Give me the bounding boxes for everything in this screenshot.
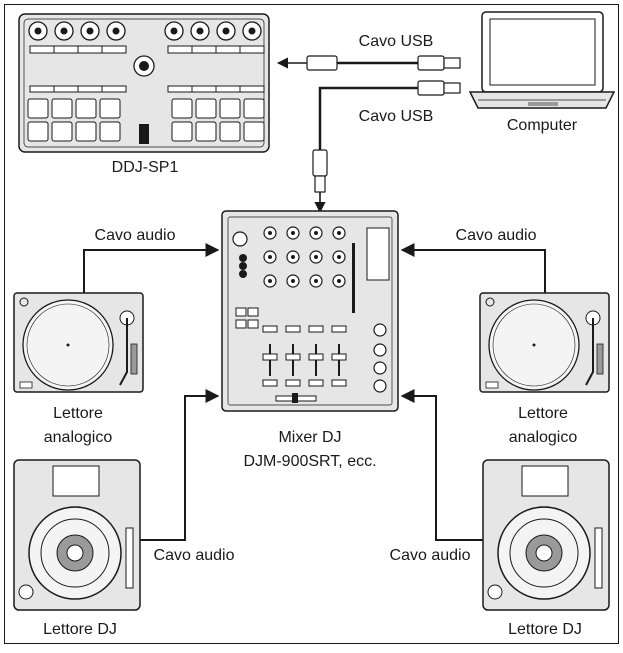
label-audio-right: Cavo audio xyxy=(456,227,537,244)
label-usb-bottom: Cavo USB xyxy=(359,108,434,125)
cdj-player-left xyxy=(13,459,141,611)
label-mixer-2: DJM-900SRT, ecc. xyxy=(243,453,376,470)
computer-laptop xyxy=(468,11,616,109)
turntable-left xyxy=(13,292,144,393)
label-computer: Computer xyxy=(507,117,578,134)
ddj-sp1-controller xyxy=(18,13,270,153)
label-usb-top: Cavo USB xyxy=(359,33,434,50)
usb-cable-bottom xyxy=(312,80,461,214)
label-turntable-left-1: Lettore xyxy=(53,405,103,422)
usb-cable-top xyxy=(276,55,461,71)
label-controller: DDJ-SP1 xyxy=(112,159,179,176)
label-turntable-right-1: Lettore xyxy=(518,405,568,422)
dj-mixer xyxy=(221,210,399,412)
audio-cable-right-cdj xyxy=(400,389,483,541)
label-cdj-right: Lettore DJ xyxy=(508,621,582,638)
cdj-player-right xyxy=(482,459,610,611)
diagram-frame xyxy=(4,4,619,644)
audio-cable-left-turntable xyxy=(83,243,220,293)
label-turntable-right-2: analogico xyxy=(509,429,578,446)
label-cdj-left: Lettore DJ xyxy=(43,621,117,638)
audio-cable-left-cdj xyxy=(140,389,220,541)
turntable-right xyxy=(479,292,610,393)
label-audio-bottom-left: Cavo audio xyxy=(154,547,235,564)
label-mixer-1: Mixer DJ xyxy=(278,429,341,446)
label-turntable-left-2: analogico xyxy=(44,429,113,446)
audio-cable-right-turntable xyxy=(400,243,546,293)
label-audio-left: Cavo audio xyxy=(95,227,176,244)
label-audio-bottom-right: Cavo audio xyxy=(390,547,471,564)
